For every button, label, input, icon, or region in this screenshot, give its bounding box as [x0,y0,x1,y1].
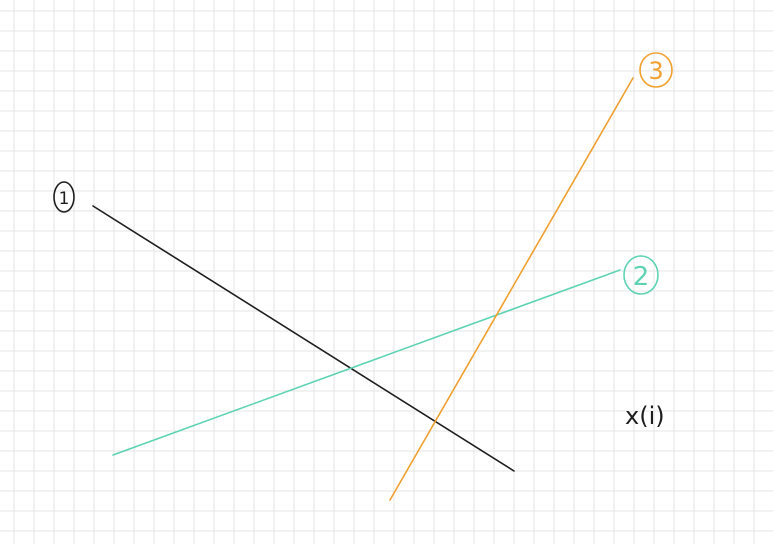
line-3[interactable] [389,77,634,501]
line-2[interactable] [112,269,621,456]
line-2-label-text: 2 [633,262,650,292]
annotation-text[interactable]: x(i) [625,402,665,430]
line-2-label[interactable]: 2 [623,255,659,295]
line-1-label-circle [53,181,75,213]
line-1-label-text: 1 [59,189,70,209]
line-3-label-circle [639,52,673,88]
line-3-label[interactable]: 3 [639,52,673,88]
line-3-label-text: 3 [648,57,663,85]
line-1[interactable] [92,205,515,472]
line-1-label[interactable]: 1 [53,181,75,213]
line-2-label-circle [623,255,659,295]
